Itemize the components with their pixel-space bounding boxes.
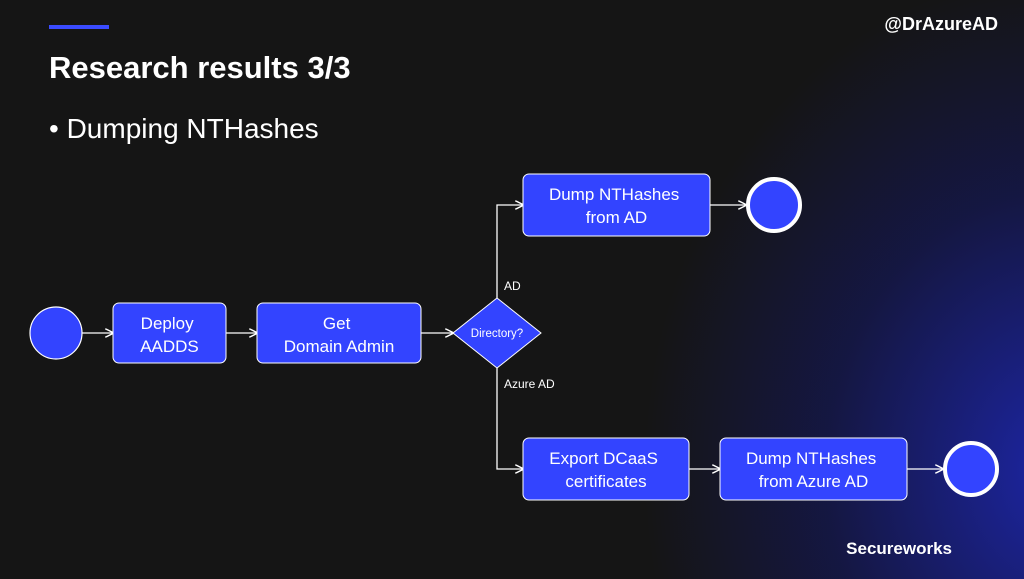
start-node	[29, 306, 83, 360]
edge-label-azure: Azure AD	[504, 377, 555, 391]
directory-decision-node	[452, 297, 542, 369]
export-label-line1: Export DCaaS	[549, 449, 658, 468]
domain-admin-node	[256, 302, 422, 364]
dump-azure-label-line1: Dump NTHashes	[746, 449, 876, 468]
export-certificates-node	[522, 437, 690, 501]
accent-bar	[49, 25, 109, 29]
dump-azure-node	[719, 437, 908, 501]
dump-ad-label-line2: from AD	[586, 208, 647, 227]
svg-text:Export DCaaS certificates: Export DCaaS certificates	[549, 449, 662, 491]
end-node-azure	[943, 441, 999, 497]
domain-admin-label-line1: Get	[323, 314, 351, 333]
dump-azure-label-line2: from Azure AD	[759, 472, 869, 491]
svg-text:Dump NTHashes from Azure A: Dump NTHashes from Azure AD	[746, 449, 881, 491]
edge-decision-azure	[496, 367, 523, 469]
decision-label: Directory?	[471, 328, 523, 340]
export-label-line2: certificates	[565, 472, 646, 491]
end-node-ad	[746, 177, 802, 233]
dump-ad-label-line1: Dump NTHashes	[549, 185, 679, 204]
deploy-aadds-node	[112, 302, 227, 364]
author-handle: @DrAzureAD	[884, 14, 998, 34]
svg-text:Get Domain Admin: Get Domain Admin	[284, 314, 395, 356]
edge-decision-ad	[496, 205, 523, 298]
deploy-label-line1: Deploy	[141, 314, 194, 333]
svg-text:Dump NTHashes from AD: Dump NTHashes from AD	[549, 185, 684, 227]
edge-label-ad: AD	[504, 279, 521, 293]
svg-text:Deploy AADDS: Deploy AADDS	[140, 314, 199, 356]
slide-title: Research results 3/3	[49, 50, 351, 85]
bullet-item: • Dumping NTHashes	[49, 113, 319, 144]
brand-logo: Secureworks	[846, 539, 952, 558]
deploy-label-line2: AADDS	[140, 337, 199, 356]
dump-ad-node	[522, 173, 711, 237]
domain-admin-label-line2: Domain Admin	[284, 337, 395, 356]
